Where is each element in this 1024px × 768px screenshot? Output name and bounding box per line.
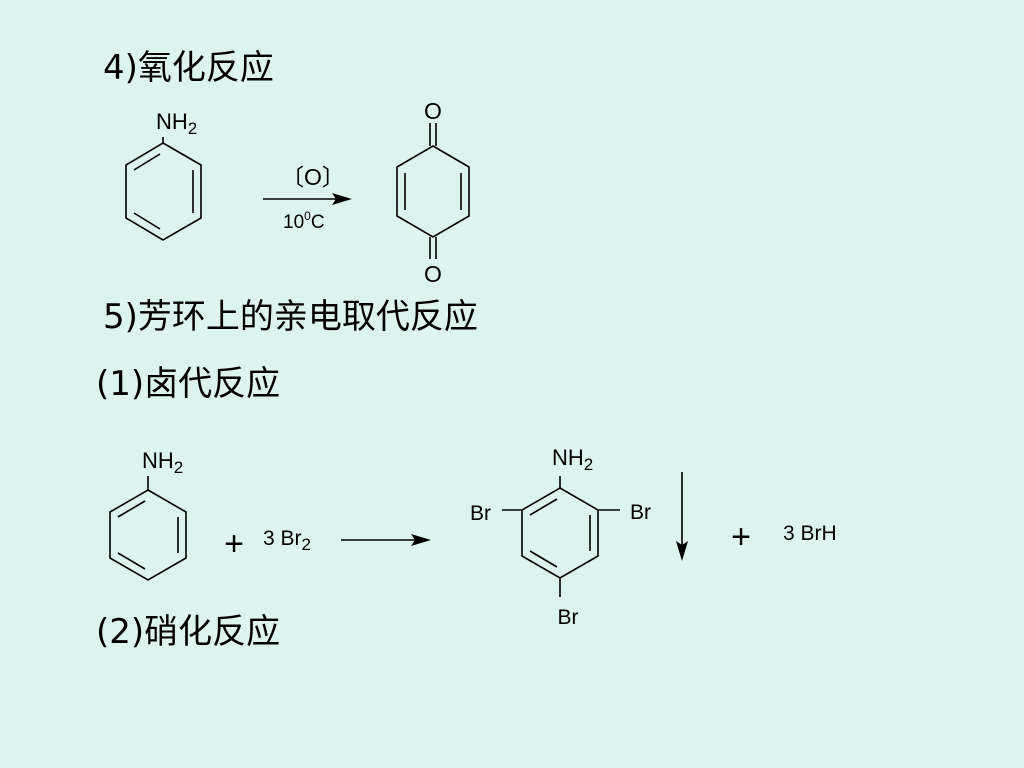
oxygen-label-bottom: O [424, 261, 442, 287]
heading-oxidation-reaction: 4)氧化反应 [103, 48, 274, 88]
oxidant-label: 〔O〕 [281, 164, 345, 190]
ring-double-bond [529, 498, 558, 516]
oxygen-label-top: O [424, 98, 442, 124]
heading-electrophilic-substitution: 5)芳环上的亲电取代反应 [103, 297, 478, 337]
benzene-ring [109, 489, 187, 581]
ring-double-bond [117, 500, 146, 518]
bromine-label-left: Br [470, 502, 491, 525]
plus-sign: + [731, 518, 751, 556]
benzoquinone-product [396, 123, 470, 259]
aniline-reactant [125, 137, 202, 241]
benzene-ring [125, 142, 202, 241]
bromine-label-bottom: Br [558, 606, 579, 629]
reaction-arrow-head [411, 534, 431, 546]
bromine-reagent-label: 3 Br2 [263, 527, 311, 554]
aniline-reactant [109, 476, 187, 581]
amino-group-label: NH2 [156, 109, 197, 138]
amino-group-label: NH2 [142, 448, 183, 477]
tribromoaniline-product [502, 476, 620, 597]
benzene-ring [521, 487, 599, 579]
temperature-label: 100C [283, 209, 325, 233]
bromine-label-right: Br [630, 501, 651, 524]
hydrogen-bromide-label: 3 BrH [783, 522, 837, 545]
heading-halogenation: (1)卤代反应 [96, 364, 281, 404]
ring-double-bond [529, 550, 558, 568]
ring-double-bond [117, 552, 146, 570]
ring-double-bond [133, 153, 161, 171]
ring-double-bond [133, 212, 161, 230]
plus-sign: + [224, 525, 244, 563]
reaction-arrow-head [332, 193, 352, 205]
heading-nitration: (2)硝化反应 [96, 612, 281, 652]
quinone-ring [396, 145, 470, 238]
amino-group-label: NH2 [552, 445, 593, 474]
precipitate-arrow-head [676, 541, 688, 561]
oxidation-scheme: NH2 〔O〕 100C O O [125, 98, 470, 287]
